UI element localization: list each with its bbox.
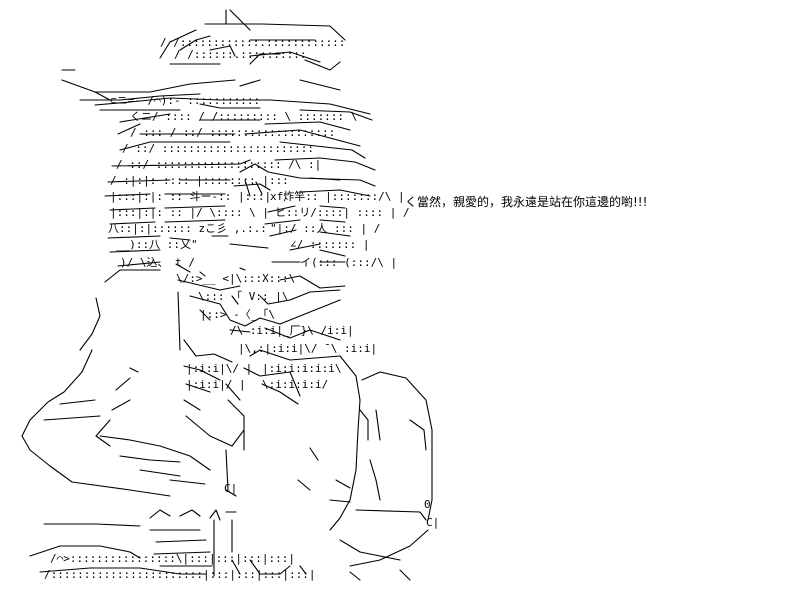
svg-text:\:i:i:i:i/: \:i:i:i:i/ — [262, 378, 328, 391]
svg-text:∠/ ::::::: |: ∠/ ::::::: | — [290, 238, 369, 251]
svg-text:|:i:i:i:i:i\: |:i:i:i:i:i\ — [262, 362, 341, 375]
svg-text:__)::八 ::乂": __)::八 ::乂" — [116, 238, 198, 251]
svg-text:C|: C| — [224, 482, 237, 495]
svg-text:/ ::/ ::::::::::::::::::: /\ :: / ::/ ::::::::::::::::::: /\ :| — [116, 158, 321, 171]
svg-text:/\ :i:i|_厂}\ /i:i|: /\ :i:i|_厂}\ /i:i| — [230, 324, 354, 337]
svg-text:"|:/ ::人 ::: | /: "|:/ ::人 ::: | / — [270, 222, 380, 235]
svg-text:/ :|:|: :::: |:::::::: |:::: / :|:|: :::: |:::::::: |::: — [110, 174, 289, 187]
svg-text:|\,:|:i:i|\/ ̄ \ :i:i|: |\,:|:i:i|\/ ̄ \ :i:i| — [238, 342, 377, 355]
svg-text:C|: C| — [426, 516, 439, 529]
svg-text:八::|:|:::::: zこ彡 ,.:.:: 八::|:|:::::: zこ彡 ,.:.: — [108, 222, 267, 235]
svg-text:|::> -〈_「\: |::> -〈_「\ — [200, 308, 275, 321]
svg-text:イ(::: (:::/\ |: イ(::: (:::/\ | — [300, 256, 397, 269]
svg-text:/ /::::::.::::::::::: / /::::::.:::::::::: — [174, 48, 306, 61]
ascii-art-linework — [21, 9, 433, 581]
svg-text:|:::|:|: :: 斗ー-:: |:::|: |:::|:|: :: 斗ー-:: |:::| — [110, 190, 271, 203]
svg-text:\/:>__ <|\:::X:::\: \/:>__ <|\:::X:::\ — [176, 272, 295, 285]
svg-text:/ /::::::::::::.::::::::::::: / /::::::::::::.:::::::::::: — [160, 36, 345, 49]
svg-text:/⌒>::::::::::::::::\|:::|:::|:: /⌒>::::::::::::::::\|:::|:::|:::|:::| — [50, 552, 295, 565]
svg-text:/ ::: / ::/ ::::::::::::::::::: / ::: / ::/ ::::::::::::::::::: — [130, 126, 335, 139]
svg-text:/ ::/ :::::::::::::::::::::::: / ::/ ::::::::::::::::::::::: — [122, 142, 314, 155]
svg-text:)/ \込、 t /: )/ \込、 t / — [120, 256, 195, 269]
svg-text:⊂ニ=- /⌒):- :::::::::::: ⊂ニ=- /⌒):- ::::::::::: — [110, 94, 260, 107]
svg-text:|:i:i|/ |: |:i:i|/ | — [186, 378, 246, 391]
svg-text:くニ/ :::: / /::::::::: \ ::::::: くニ/ :::: / /::::::::: \ ::::::: \ — [130, 110, 357, 123]
svg-text:xf炸竿:: |:::::::/\ |: xf炸竿:: |:::::::/\ | — [270, 189, 405, 203]
svg-text:0: 0 — [424, 498, 431, 511]
speech-text: く當然，親愛的，我永遠是站在你這邊的喲!!! — [405, 195, 648, 209]
svg-text:|:::|:|: :: |/ \:::: \ |: |:::|:|: :: |/ \:::: \ | — [110, 206, 269, 219]
svg-text:\::: 「 V:: |\: \::: 「 V:: |\ — [198, 290, 288, 303]
ascii-art-glyphs: / /::::::::::::.:::::::::::: / /::::::.:… — [44, 36, 439, 581]
svg-text:|:i:i|\/ |: |:i:i|\/ | — [186, 362, 252, 375]
svg-text:ヒ::リ/::::| :::: | /: ヒ::リ/::::| :::: | / — [275, 206, 410, 219]
svg-text:/:::::::::::::::::::::::|:::|:: /:::::::::::::::::::::::|:::|:::|:::|:::… — [44, 568, 316, 581]
